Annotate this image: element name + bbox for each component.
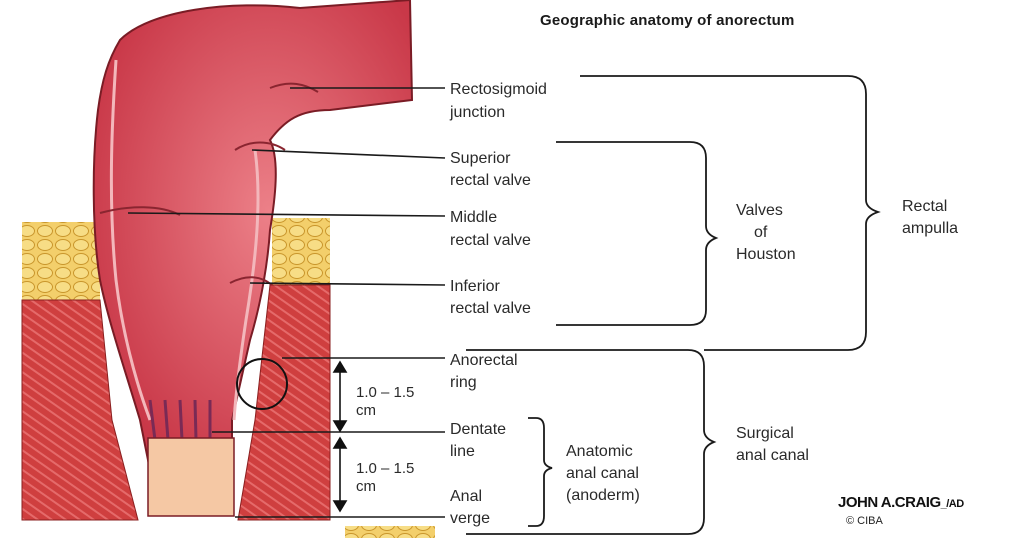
group-rectal-line1: Rectal bbox=[902, 196, 947, 218]
label-middle-line2: rectal valve bbox=[450, 230, 531, 252]
group-valves-line2: of bbox=[754, 222, 767, 244]
label-anal-verge-line2: verge bbox=[450, 508, 490, 530]
group-valves-line3: Houston bbox=[736, 244, 796, 266]
artist-signature: JOHN A.CRAIG_/AD bbox=[838, 494, 964, 511]
group-surgical-line1: Surgical bbox=[736, 423, 794, 445]
group-anatomic-line2: anal canal bbox=[566, 463, 639, 485]
label-dentate-line2: line bbox=[450, 441, 475, 463]
group-anatomic-line3: (anoderm) bbox=[566, 485, 640, 507]
group-valves-line1: Valves bbox=[736, 200, 783, 222]
copyright-notice: © CIBA bbox=[846, 515, 883, 527]
diagram-title: Geographic anatomy of anorectum bbox=[540, 12, 795, 29]
measure-upper-unit: cm bbox=[356, 400, 376, 422]
label-anorectal-line2: ring bbox=[450, 372, 477, 394]
label-superior-line2: rectal valve bbox=[450, 170, 531, 192]
measurement-arrows bbox=[334, 362, 346, 511]
label-rectosigmoid-line2: junction bbox=[450, 102, 505, 124]
label-superior-line1: Superior bbox=[450, 148, 510, 170]
label-middle-line1: Middle bbox=[450, 207, 497, 229]
measure-lower-unit: cm bbox=[356, 476, 376, 498]
label-anorectal-line1: Anorectal bbox=[450, 350, 518, 372]
group-rectal-line2: ampulla bbox=[902, 218, 958, 240]
group-anatomic-line1: Anatomic bbox=[566, 441, 633, 463]
label-anal-verge-line1: Anal bbox=[450, 486, 482, 508]
label-inferior-line2: rectal valve bbox=[450, 298, 531, 320]
label-inferior-line1: Inferior bbox=[450, 276, 500, 298]
label-dentate-line1: Dentate bbox=[450, 419, 506, 441]
group-surgical-line2: anal canal bbox=[736, 445, 809, 467]
label-rectosigmoid-line1: Rectosigmoid bbox=[450, 79, 547, 101]
